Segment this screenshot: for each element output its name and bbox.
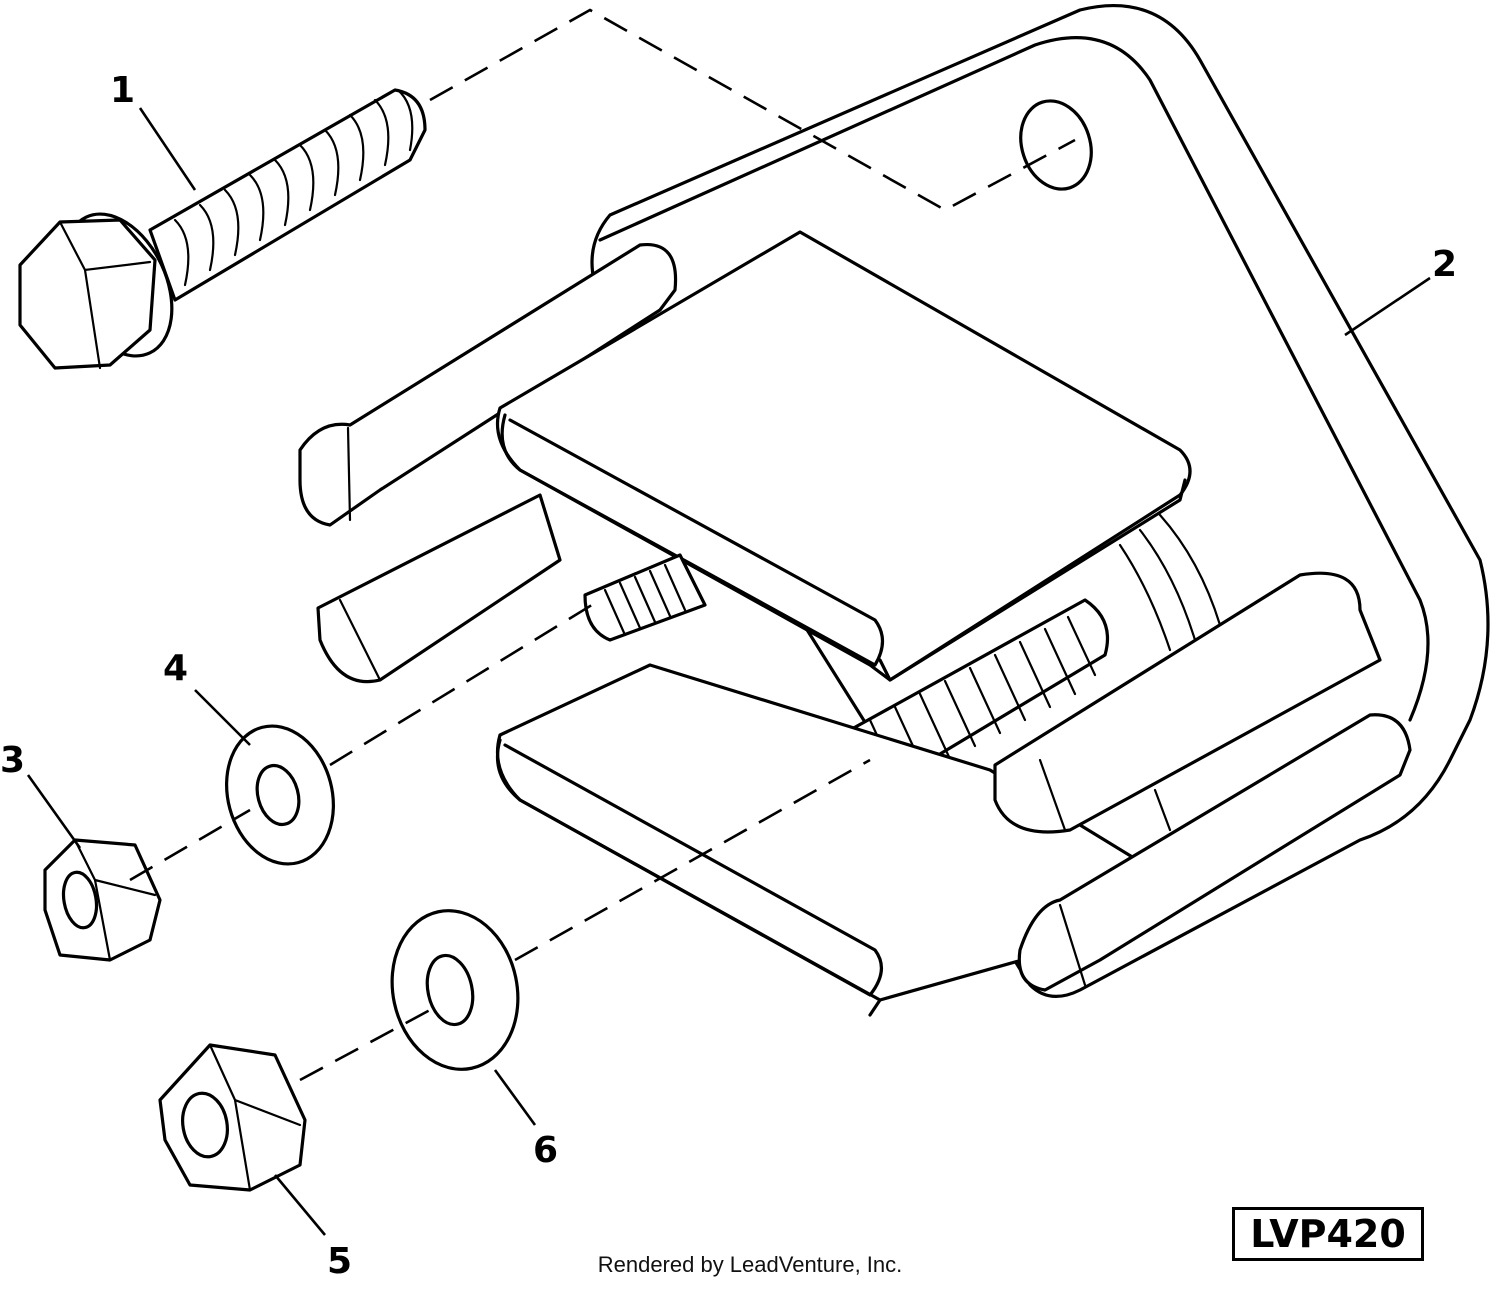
callout-2: 2 <box>1432 244 1457 285</box>
bracket-plate-edge <box>598 36 1430 722</box>
part-5-hex-nut <box>158 1043 307 1192</box>
middle-left-rod <box>316 493 562 684</box>
bolt-hex-head <box>18 218 157 370</box>
callout-3: 3 <box>0 740 25 781</box>
top-pad-front <box>500 413 885 667</box>
part-2-bracket <box>298 3 1490 1017</box>
callout-5: 5 <box>327 1241 352 1282</box>
top-pad-side <box>878 478 1187 682</box>
part-4-washer <box>225 724 335 866</box>
part-3-hex-nut <box>43 838 162 962</box>
callout-4: 4 <box>163 648 188 689</box>
assembly-dashed-lines <box>129 8 1076 1082</box>
middle-left-rod-end <box>338 598 382 682</box>
callout-6: 6 <box>533 1130 558 1171</box>
leader-lines <box>26 107 1431 1236</box>
right-upper-rod-end <box>1038 758 1067 832</box>
right-lower-rod <box>1017 713 1412 992</box>
drawing-code-label: LVP420 <box>1232 1207 1424 1261</box>
bolt-threads <box>173 88 414 287</box>
lower-pad-front <box>495 738 883 997</box>
upper-left-rod-end <box>346 426 352 522</box>
upper-left-rod <box>298 242 678 527</box>
bracket-mount-hole <box>1019 99 1093 191</box>
spring-coil <box>1118 513 1222 652</box>
render-credit: Rendered by LeadVenture, Inc. <box>597 1252 903 1277</box>
part-1-flange-bolt <box>18 88 427 370</box>
callout-1: 1 <box>110 70 135 111</box>
part-6-washer <box>390 909 520 1071</box>
right-upper-rod <box>993 571 1382 834</box>
bolt-hex-facets <box>58 220 152 370</box>
upper-stud <box>583 553 707 642</box>
right-lower-rod-end <box>1058 788 1172 987</box>
